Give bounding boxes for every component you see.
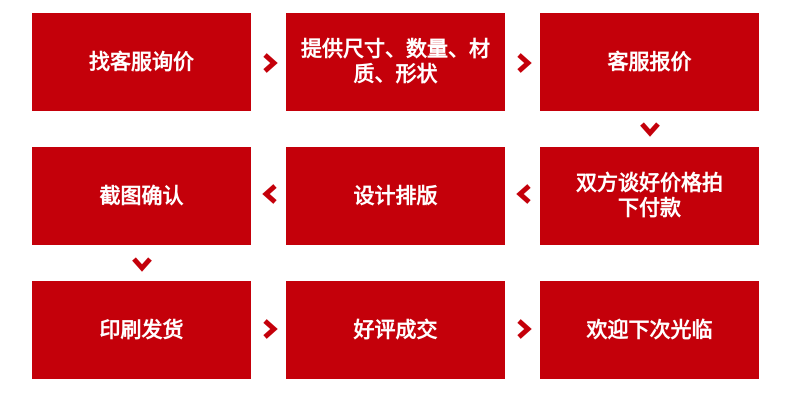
step-screenshot-confirm: 截图确认 bbox=[32, 147, 251, 245]
step-review: 好评成交 bbox=[286, 281, 505, 379]
step-label: 双方谈好价格拍下付款 bbox=[576, 171, 723, 220]
step-label: 设计排版 bbox=[353, 183, 438, 208]
step-print-ship: 印刷发货 bbox=[32, 281, 251, 379]
step-agree-pay: 双方谈好价格拍下付款 bbox=[540, 147, 759, 245]
step-label: 客服报价 bbox=[607, 49, 692, 74]
chevron-right-icon bbox=[259, 52, 281, 74]
step-label: 印刷发货 bbox=[99, 317, 184, 342]
chevron-right-icon bbox=[513, 318, 535, 340]
step-quote: 客服报价 bbox=[540, 13, 759, 111]
chevron-down-icon bbox=[131, 253, 153, 275]
chevron-down-icon bbox=[639, 118, 661, 140]
chevron-right-icon bbox=[259, 318, 281, 340]
step-inquire: 找客服询价 bbox=[32, 13, 251, 111]
step-welcome-back: 欢迎下次光临 bbox=[540, 281, 759, 379]
step-label: 找客服询价 bbox=[89, 49, 194, 74]
step-label: 提供尺寸、数量、材质、形状 bbox=[301, 37, 490, 86]
chevron-left-icon bbox=[259, 183, 281, 205]
step-label: 好评成交 bbox=[353, 317, 438, 342]
step-design-layout: 设计排版 bbox=[286, 147, 505, 245]
chevron-right-icon bbox=[513, 52, 535, 74]
step-label: 截图确认 bbox=[99, 183, 184, 208]
step-provide-specs: 提供尺寸、数量、材质、形状 bbox=[286, 13, 505, 111]
chevron-left-icon bbox=[513, 183, 535, 205]
step-label: 欢迎下次光临 bbox=[586, 317, 713, 342]
